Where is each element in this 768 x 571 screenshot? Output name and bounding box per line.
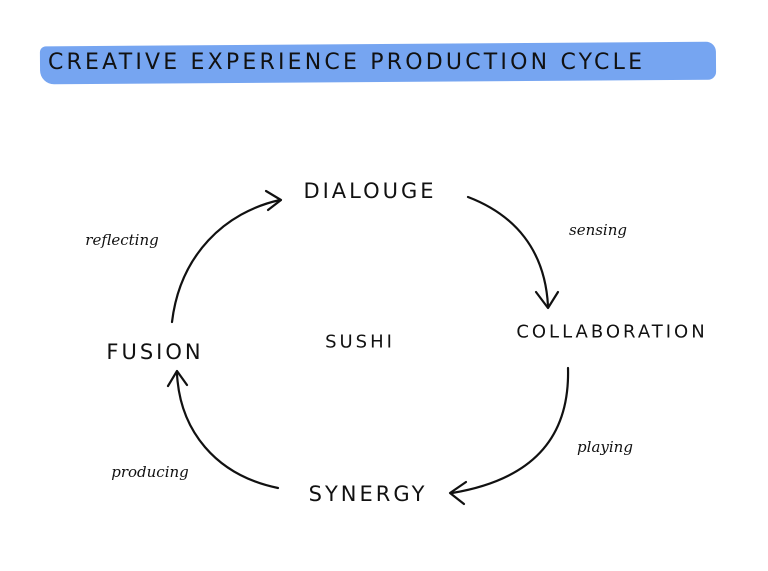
node-dialogue: DIALOUGE <box>303 179 437 203</box>
arrow-collaboration-to-synergy <box>448 366 570 506</box>
node-collaboration: COLLABORATION <box>516 321 708 343</box>
node-fusion: FUSION <box>106 340 204 364</box>
arrow-synergy-to-fusion <box>166 369 280 490</box>
arrow-fusion-to-dialogue <box>170 189 283 324</box>
diagram-title: CREATIVE EXPERIENCE PRODUCTION CYCLE <box>48 50 646 75</box>
node-synergy: SYNERGY <box>308 482 428 506</box>
node-sushi: SUSHI <box>325 331 395 353</box>
label-producing: producing <box>111 463 189 481</box>
label-sensing: sensing <box>569 221 627 239</box>
label-reflecting: reflecting <box>85 231 159 249</box>
arrow-dialogue-to-collaboration <box>466 195 560 310</box>
label-playing: playing <box>577 438 633 456</box>
